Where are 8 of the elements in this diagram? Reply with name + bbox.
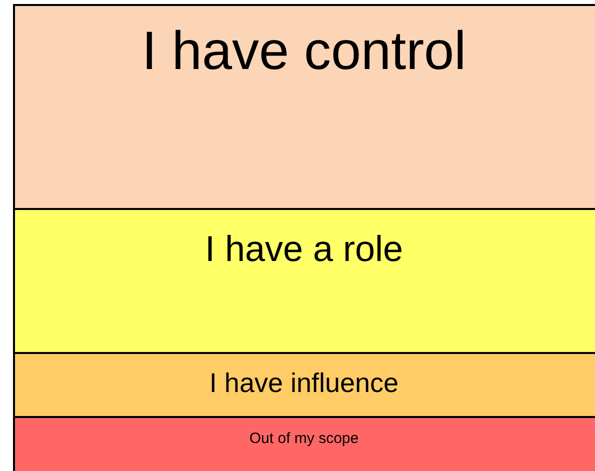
band [13, 352, 595, 418]
band-label: I have control [142, 20, 466, 82]
band [13, 4, 595, 210]
band [13, 416, 595, 471]
band [13, 208, 595, 354]
band-label: I have a role [204, 228, 404, 270]
band-label: I have influence [209, 368, 399, 399]
band-label: Out of my scope [249, 430, 359, 447]
